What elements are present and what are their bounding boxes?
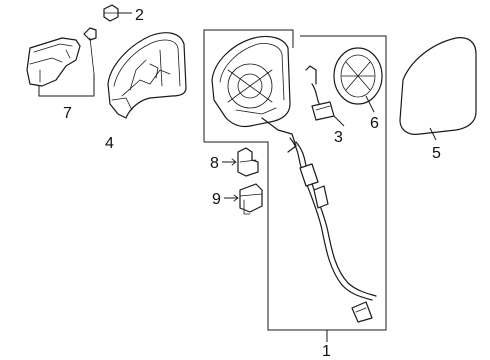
callout-9: 9 — [212, 191, 221, 208]
callout-7: 7 — [63, 105, 72, 122]
part-6-actuator — [333, 47, 383, 113]
callout-4: 4 — [105, 135, 114, 152]
part-7-cover-and-screw — [26, 27, 97, 97]
callout-1: 1 — [322, 343, 331, 360]
part-1-bracket — [203, 29, 387, 342]
part-3-connector — [305, 65, 345, 127]
part-8-connector — [222, 147, 259, 177]
callout-5: 5 — [432, 145, 441, 162]
part-9-bracket — [224, 183, 263, 215]
callout-2: 2 — [135, 7, 144, 24]
part-5-mirror-glass — [399, 37, 477, 141]
callout-8: 8 — [210, 155, 219, 172]
part-1-mirror-assembly — [211, 35, 377, 323]
part-2-clip — [103, 4, 132, 22]
callout-6: 6 — [370, 115, 379, 132]
callout-3: 3 — [334, 129, 343, 146]
part-4-mirror-housing — [107, 32, 187, 119]
